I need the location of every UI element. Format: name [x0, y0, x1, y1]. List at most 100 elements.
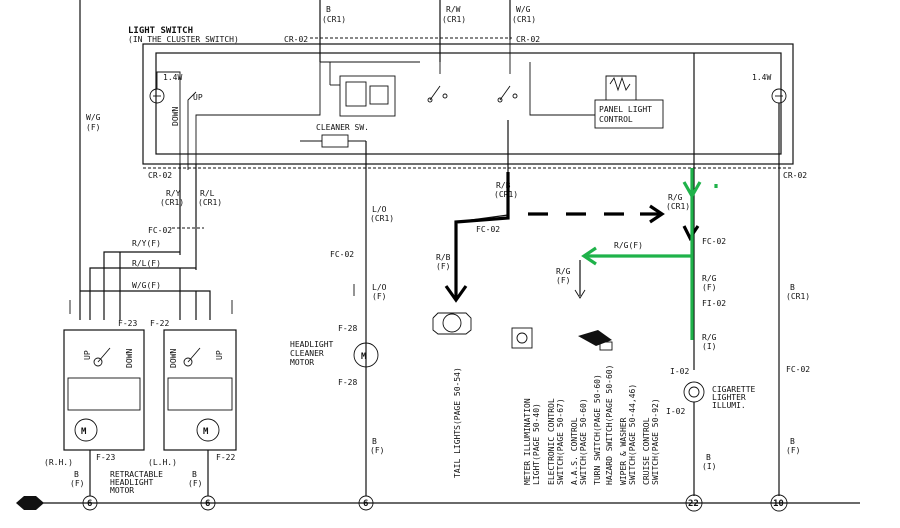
connector-f28-bottom: F-28 [338, 378, 357, 387]
wire-rb-sub: (CR1) [494, 190, 518, 199]
far-right-b: B [790, 283, 795, 292]
connector-fc02-cleaner: FC-02 [330, 250, 354, 259]
connector-cr02-bottom-right: CR-02 [783, 171, 807, 180]
connector-fc02-left: FC-02 [148, 226, 172, 235]
panel-light-feed [529, 62, 595, 116]
left-lamp-wire [156, 71, 181, 170]
dest-label-8: WIPER & WASHER [619, 417, 628, 485]
light-switch-subtitle: (IN THE CLUSTER SWITCH) [128, 35, 239, 44]
far-right-b2: B [790, 437, 795, 446]
connector-f22-bottom: F-22 [216, 453, 235, 462]
rh-motor-circle [74, 418, 98, 442]
ground-bus: 6 6 6 22 10 [16, 494, 860, 512]
meter-illumination-sun [516, 332, 528, 344]
lh-down-label: DOWN [169, 349, 178, 368]
switch-knob-base [599, 341, 613, 351]
far-right-f2: (F) [786, 446, 800, 455]
ground-terminal-5-label: 10 [773, 499, 784, 509]
connector-fi02: FI-02 [702, 299, 726, 308]
bus-ry [103, 251, 180, 320]
ground-terminal-2-label: 6 [205, 499, 210, 509]
wire-rl-sub: (CR1) [198, 198, 222, 207]
rh-motor-relay [67, 377, 141, 411]
contact-1 [427, 97, 433, 103]
ground-terminal-1 [82, 495, 98, 511]
tail-light-socket [432, 312, 472, 335]
contact-3-blade [499, 85, 511, 101]
cigarette-label-1: CIGARETTE [712, 385, 756, 394]
cigarette-lighter-lamp-inner [688, 386, 700, 398]
black-annotation-path [454, 172, 510, 298]
tail-lights-label: TAIL LIGHTS(PAGE 50-54) [453, 367, 462, 478]
wire-wg-color: W/G [86, 113, 101, 122]
light-switch: LIGHT SWITCH (IN THE CLUSTER SWITCH) CR-… [128, 26, 807, 180]
rg-arrow-head [574, 289, 586, 299]
ground-terminal-5 [770, 494, 788, 512]
rh-label: (R.H.) [44, 458, 73, 467]
wire-rg-top-color: R/G [668, 193, 683, 202]
connector-cr02-top-right: CR-02 [516, 35, 540, 44]
cleaner-motor-label-3: MOTOR [290, 358, 314, 367]
ground-terminal-1-label: 6 [87, 499, 92, 509]
lh-motor-housing [163, 329, 237, 451]
wire-rl-color: R/L [200, 189, 215, 198]
relay-block [339, 75, 396, 117]
lh-up-label: UP [215, 350, 224, 360]
wire-rg-color: R/G [556, 267, 571, 276]
left-wiring: W/G (F) R/Y (CR1) R/L (CR1) FC-02 R/Y(F)… [69, 0, 233, 320]
top-wire-rw-color: R/W [446, 5, 461, 14]
far-right-cr1: (CR1) [786, 292, 810, 301]
panel-light-label-2: CONTROL [599, 115, 633, 124]
dest-label-2: ELECTRONIC CONTROL [547, 398, 556, 485]
retractable-label-1: RETRACTABLE [110, 470, 163, 479]
cigarette-ground-b: B [706, 453, 711, 462]
rh-up-label: UP [83, 350, 92, 360]
dest-label-11: SWITCH(PAGE 50-92) [651, 398, 660, 485]
panel-light-label-1: PANEL LIGHT [599, 105, 652, 114]
cleaner-wire-color: L/O [372, 205, 387, 214]
cleaner-switch-label: CLEANER SW. [316, 123, 369, 132]
dest-label-3: SWITCH(PAGE 50-67) [556, 398, 565, 485]
wire-rg-i-sub: (I) [702, 342, 716, 351]
annotations [444, 168, 718, 340]
wire-rg-sub: (F) [556, 276, 570, 285]
destination-labels: METER ILLUMINATION LIGHT(PAGE 50-40) ELE… [523, 365, 660, 485]
contact-3 [497, 97, 503, 103]
dest-label-0: METER ILLUMINATION [523, 398, 532, 485]
switch-internal-wire-1 [195, 61, 420, 170]
rheostat-resistor [609, 76, 631, 92]
panel-light-control-box [594, 99, 664, 129]
cigarette-ground-i: (I) [702, 462, 716, 471]
relay-coil [345, 81, 367, 107]
connector-fc02-center: FC-02 [476, 225, 500, 234]
dest-label-6: TURN SWITCH(PAGE 50-60) [593, 374, 602, 485]
top-wires: B (CR1) R/W (CR1) W/G (CR1) [319, 0, 536, 62]
panel-light-rheostat [605, 75, 637, 100]
wire-ry-sub: (CR1) [160, 198, 184, 207]
wire-rg-f-sub: (F) [702, 283, 716, 292]
cigarette-label-2: LIGHTER [712, 393, 746, 402]
connector-f23-bottom: F-23 [96, 453, 115, 462]
dest-label-9: SWITCH(PAGE 50-44,46) [628, 384, 637, 485]
top-wire-b-color: B [326, 5, 331, 14]
bus-rl-label: R/L(F) [132, 259, 161, 268]
black-annotation-arrowhead-right [649, 204, 665, 224]
lh-motor-relay [167, 377, 233, 411]
contact-4 [512, 93, 518, 99]
ground-terminal-4-label: 22 [688, 499, 699, 509]
lh-switch-blade [187, 347, 201, 363]
lh-label: (L.H.) [148, 458, 177, 467]
far-right-fc02: FC-02 [786, 365, 810, 374]
switch-up-label: UP [193, 93, 203, 102]
cleaner-switch-body [321, 134, 349, 148]
light-switch-title: LIGHT SWITCH [128, 26, 193, 36]
lh-ground-b: B [192, 470, 197, 479]
connector-fc02-right: FC-02 [702, 237, 726, 246]
wire-rb2-sub: (F) [436, 262, 450, 271]
ground-terminal-2 [200, 495, 216, 511]
right-wiring: R/G (CR1) FC-02 R/G (F) FI-02 R/G (I) I-… [666, 53, 810, 496]
relay-diode [369, 85, 389, 105]
dest-label-5: SWITCH(PAGE 50-60) [579, 398, 588, 485]
retractable-label-3: MOTOR [110, 486, 134, 495]
retractable-label-2: HEADLIGHT [110, 478, 154, 487]
